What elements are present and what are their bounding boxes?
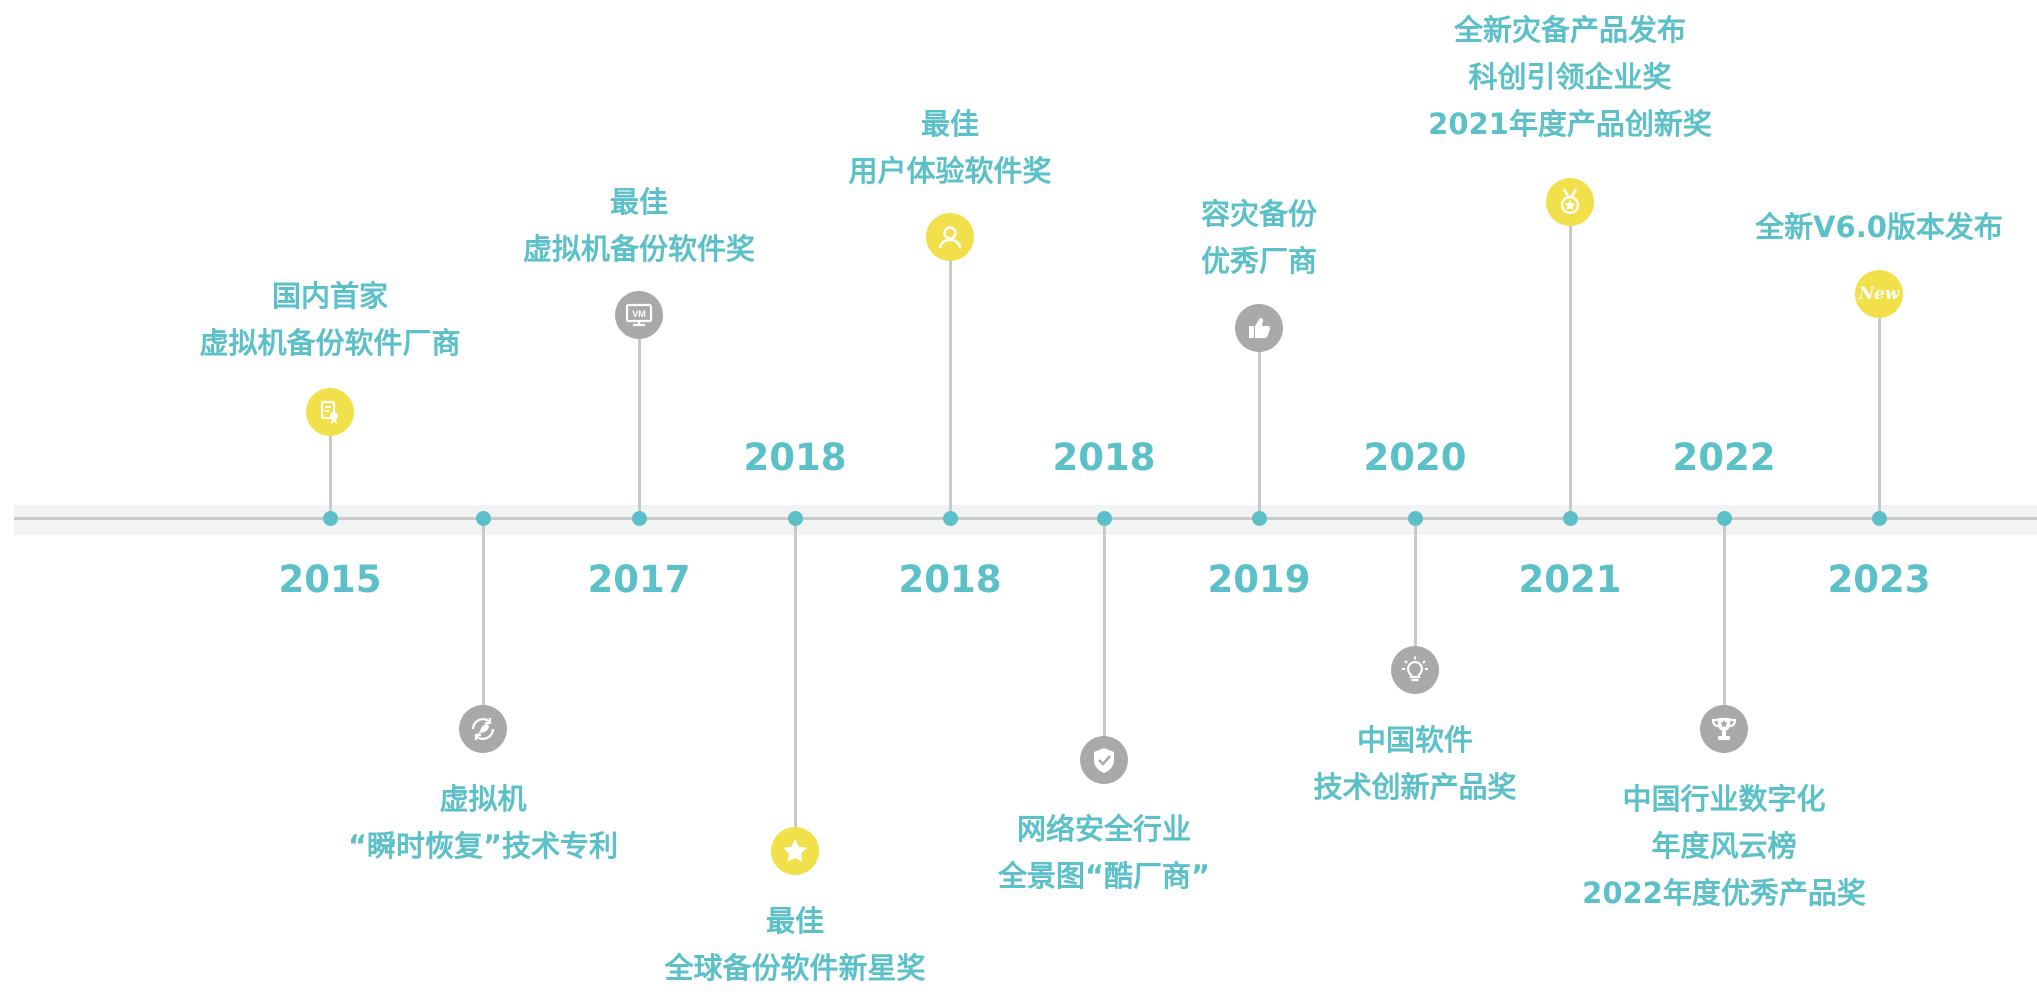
event-year: 2019	[1207, 558, 1311, 601]
event-label-line: 最佳	[609, 185, 669, 219]
event-label-line: 国内首家	[271, 279, 389, 313]
event-label: 全新灾备产品发布科创引领企业奖 2021年度产品创新奖	[1428, 7, 1712, 148]
event-label-line: 最佳	[765, 904, 825, 938]
timeline-band	[14, 505, 2037, 535]
timeline-dot	[942, 510, 958, 526]
star-icon	[771, 827, 819, 875]
event-year: 2018	[898, 558, 1002, 601]
event-label-line: 科创引领企业奖	[1468, 60, 1672, 94]
timeline-dot	[1562, 510, 1578, 526]
timeline-stem	[481, 518, 485, 729]
timeline-dot	[322, 510, 338, 526]
vm-monitor-icon: VM	[615, 291, 663, 339]
user-icon	[926, 213, 974, 261]
event-year: 2018	[1052, 436, 1156, 479]
event-label: 中国软件技术创新产品奖	[1313, 717, 1516, 811]
new-badge-icon: New	[1855, 270, 1903, 318]
event-year: 2018	[743, 436, 847, 479]
event-label-line: 全新灾备产品发布	[1453, 13, 1686, 47]
svg-text:VM: VM	[632, 309, 646, 319]
new-badge-text: New	[1858, 284, 1900, 304]
certificate-icon	[306, 388, 354, 436]
event-label-line: 全景图“酷厂商”	[997, 859, 1211, 893]
trophy-icon	[1700, 705, 1748, 753]
timeline-dot	[1716, 510, 1732, 526]
timeline-dot	[1096, 510, 1112, 526]
timeline-dot	[631, 510, 647, 526]
event-label: 中国行业数字化年度风云榜 2022年度优秀产品奖	[1582, 776, 1866, 917]
event-label-line: 虚拟机备份软件奖	[522, 232, 756, 266]
event-label-line: 最佳	[920, 107, 980, 141]
event-label: 全新V6.0版本发布	[1755, 204, 2003, 251]
event-label-line: “瞬时恢复”技术专利	[347, 829, 619, 863]
event-label-line: 容灾备份	[1200, 197, 1318, 231]
timeline-axis	[14, 517, 2037, 520]
event-label-line: 全新V6.0版本发布	[1755, 210, 2003, 244]
event-label-line: 虚拟机备份软件厂商	[199, 326, 461, 360]
event-label-line: 优秀厂商	[1200, 244, 1318, 278]
event-label-line: 中国软件	[1356, 723, 1474, 757]
timeline-stem	[793, 518, 797, 851]
medal-icon	[1546, 178, 1594, 226]
shield-check-icon	[1080, 736, 1128, 784]
event-label-line: 技术创新产品奖	[1313, 770, 1517, 804]
timeline-stem	[637, 315, 641, 518]
timeline-stem	[1722, 518, 1726, 729]
event-year: 2023	[1827, 558, 1931, 601]
event-label-line: 2021年度产品创新奖	[1428, 107, 1712, 141]
event-label-line: 虚拟机	[439, 782, 527, 816]
event-year: 2022	[1672, 436, 1776, 479]
event-year: 2017	[587, 558, 691, 601]
event-label: 国内首家虚拟机备份软件厂商	[199, 273, 460, 367]
timeline-dot	[475, 510, 491, 526]
timeline-stem	[1568, 202, 1572, 518]
event-label-line: 2022年度优秀产品奖	[1582, 876, 1866, 910]
event-label-line: 用户体验软件奖	[848, 154, 1052, 188]
timeline-dot	[1871, 510, 1887, 526]
timeline-stem	[1257, 328, 1261, 518]
timeline-stem	[1877, 294, 1881, 518]
event-label: 最佳虚拟机备份软件奖	[523, 179, 755, 273]
timeline-dot	[1407, 510, 1423, 526]
timeline-dot	[787, 510, 803, 526]
timeline-stem	[1102, 518, 1106, 760]
event-year: 2020	[1363, 436, 1467, 479]
event-label-line: 中国行业数字化	[1622, 782, 1826, 816]
timeline-dot	[1251, 510, 1267, 526]
event-label: 最佳用户体验软件奖	[848, 101, 1051, 195]
rocket-refresh-icon	[459, 705, 507, 753]
timeline-stem	[948, 237, 952, 518]
timeline-stem	[328, 412, 332, 518]
event-label: 容灾备份优秀厂商	[1201, 191, 1317, 285]
event-label: 网络安全行业全景图“酷厂商”	[998, 806, 1210, 900]
event-label-line: 全球备份软件新星奖	[664, 951, 926, 985]
event-label: 虚拟机 “瞬时恢复”技术专利	[348, 776, 618, 870]
event-year: 2015	[278, 558, 382, 601]
event-label: 最佳全球备份软件新星奖	[664, 898, 925, 992]
lightbulb-icon	[1391, 646, 1439, 694]
thumbs-up-icon	[1235, 304, 1283, 352]
event-label-line: 网络安全行业	[1016, 812, 1191, 846]
event-year: 2021	[1518, 558, 1622, 601]
timeline-stem	[1413, 518, 1417, 670]
event-label-line: 年度风云榜	[1651, 829, 1797, 863]
